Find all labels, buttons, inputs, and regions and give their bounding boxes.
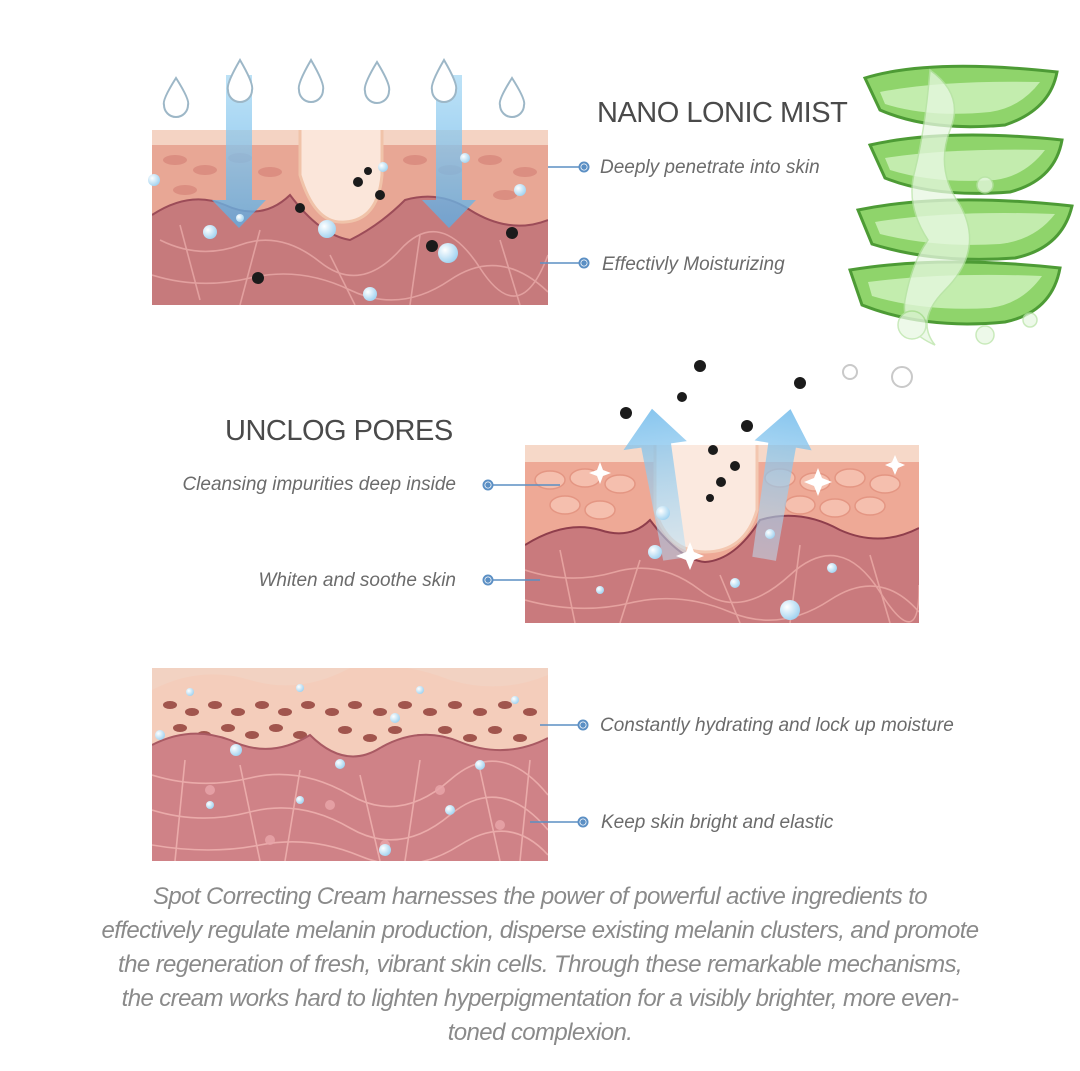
hydrate-label-lock-moisture: Constantly hydrating and lock up moistur… — [600, 715, 954, 736]
penetration-arrows — [212, 75, 476, 228]
moisture-bubbles — [596, 364, 913, 620]
pores-heading: UNCLOG PORES — [225, 415, 453, 447]
hydrate-label-bright-elastic: Keep skin bright and elastic — [601, 812, 834, 833]
moisture-bubbles — [155, 684, 519, 856]
pores-label-cleansing: Cleansing impurities deep inside — [182, 474, 456, 495]
impurity-particle-icon — [620, 360, 806, 502]
pores-label-whiten: Whiten and soothe skin — [258, 570, 456, 591]
water-drop-icon — [162, 58, 526, 118]
product-description: Spot Correcting Cream harnesses the powe… — [101, 883, 979, 1046]
mist-heading: NANO LONIC MIST — [597, 97, 848, 129]
cleansing-arrows — [623, 408, 812, 561]
skin-cross-section-3 — [152, 668, 548, 861]
mist-label-moisturize: Effectivly Moisturizing — [602, 254, 785, 275]
sparkle-icon — [589, 455, 905, 570]
pointer-lines-2 — [482, 479, 560, 586]
impurity-particle-icon — [252, 167, 518, 284]
mist-label-penetrate: Deeply penetrate into skin — [600, 157, 820, 178]
moisture-bubbles — [148, 153, 526, 301]
aloe-vera-icon — [848, 64, 1074, 346]
pointer-lines-3 — [530, 719, 589, 828]
pointer-lines-1 — [540, 161, 590, 269]
